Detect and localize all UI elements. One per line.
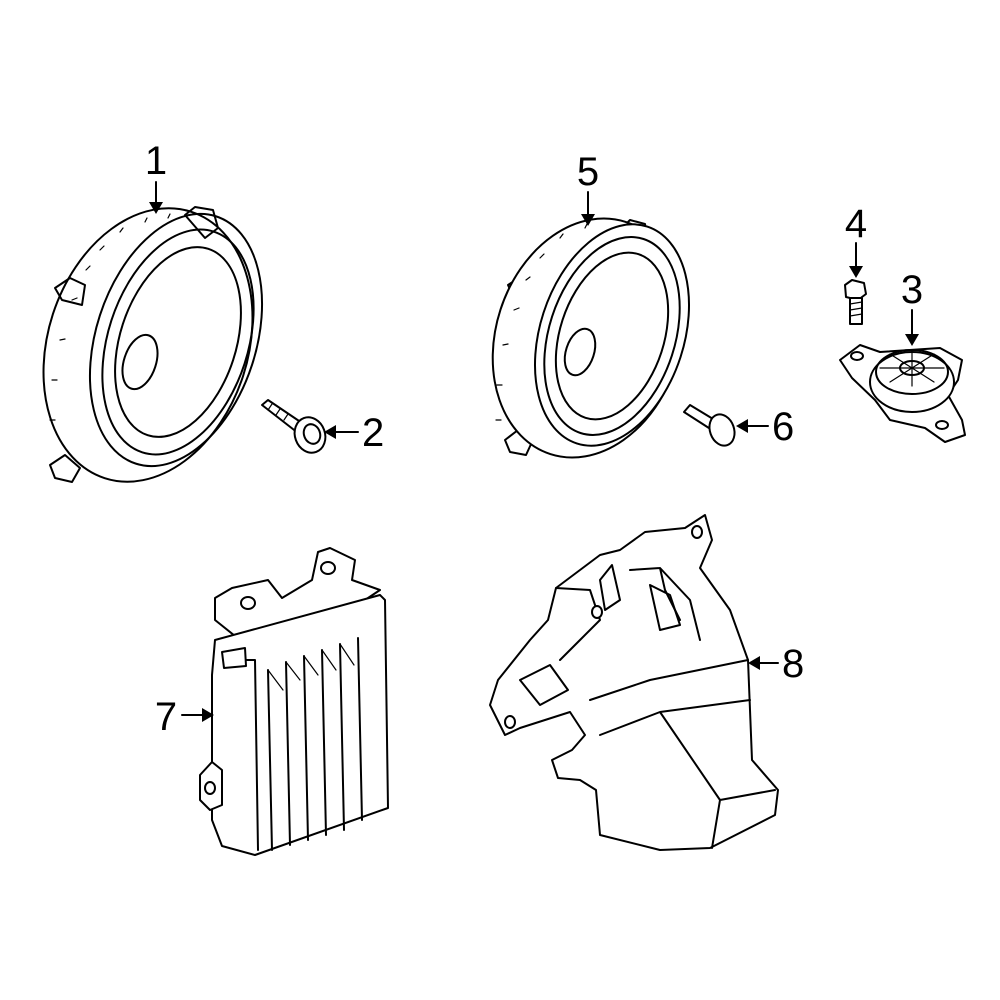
callout-3: 3: [901, 268, 923, 312]
part-1-rim-ticks: [49, 213, 171, 421]
part-4-shank: [849, 297, 863, 325]
part-1-speaker[interactable]: [10, 181, 293, 509]
part-6-fastener[interactable]: [683, 404, 739, 449]
part-8-hole: [691, 525, 703, 539]
part-8-hole: [591, 605, 603, 619]
part-1-frame: [88, 212, 264, 468]
callout-4: 4: [845, 202, 867, 246]
part-3-tweeter[interactable]: [839, 344, 966, 443]
part-5-speaker[interactable]: [463, 194, 716, 483]
part-4-head: [844, 279, 867, 301]
part-1-dust-cap: [121, 333, 159, 391]
part-8-enclosure[interactable]: [489, 514, 779, 851]
part-7-amplifier[interactable]: [199, 547, 389, 856]
part-5-cone-ring: [543, 236, 681, 436]
callout-8: 8: [782, 642, 804, 686]
part-8-panel: [589, 659, 776, 849]
part-1-cone-ring: [101, 228, 255, 456]
part-2-bolt[interactable]: [261, 399, 330, 457]
part-1-basket: [42, 207, 254, 483]
part-8-body: [489, 514, 779, 851]
part-8-hole: [504, 715, 516, 729]
part-5-cone: [554, 251, 670, 421]
part-3-grille-spokes: [879, 349, 945, 387]
part-3-hole: [850, 351, 864, 361]
part-1-tab: [184, 206, 219, 239]
part-7-hole: [240, 596, 256, 610]
part-1-tab: [54, 277, 86, 306]
callout-arrows: [149, 181, 919, 722]
callout-5: 5: [577, 150, 599, 194]
callout-1: 1: [145, 139, 167, 183]
part-5-frame: [533, 223, 691, 447]
callout-6: 6: [772, 405, 794, 449]
part-1-cone: [114, 246, 242, 438]
part-7-latch: [221, 647, 247, 669]
part-1-tab: [49, 454, 81, 483]
part-7-fins: [267, 637, 363, 851]
part-5-rim-ticks: [495, 223, 588, 421]
callout-2: 2: [362, 411, 384, 455]
part-6-head: [708, 413, 736, 447]
part-8-bracket: [519, 564, 681, 706]
part-2-head-hex: [302, 423, 322, 445]
part-5-dust-cap: [563, 327, 597, 377]
part-3-hole: [935, 420, 949, 430]
part-7-hole: [320, 561, 336, 575]
part-4-bolt[interactable]: [844, 279, 867, 325]
part-7-hole: [204, 781, 216, 795]
callout-7: 7: [155, 695, 177, 739]
